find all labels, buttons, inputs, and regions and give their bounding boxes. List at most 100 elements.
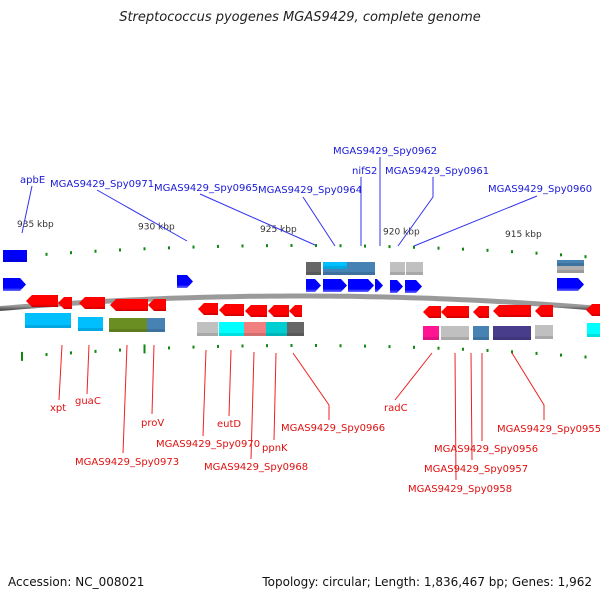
forward-gene-arrow [323,279,347,292]
scale-tick-label: 930 kbp [138,223,175,233]
reverse-gene-label-line [394,352,433,401]
feature-box [78,317,103,331]
reverse-gene-label: eutD [217,419,241,430]
feature-box-shade [78,328,103,331]
tick-mark [511,350,513,354]
tick-mark [315,244,317,248]
reverse-gene-arrow [58,297,72,309]
reverse-gene-label: MGAS9429_Spy0958 [408,484,512,495]
map-title: Streptococcus pyogenes MGAS9429, complet… [119,10,481,25]
tick-mark [70,351,72,355]
feature-box [306,262,321,275]
forward-gene-label-line [413,195,538,247]
tick-mark [266,244,268,248]
forward-gene-label-line [21,185,33,234]
reverse-gene-arrow [473,306,489,318]
forward-gene-label: MGAS9429_Spy0965 [154,183,258,194]
forward-gene-label-line [199,193,316,246]
reverse-gene-label: MGAS9429_Spy0970 [156,439,260,450]
reverse-gene-label-line [470,352,473,461]
forward-gene-arrow [405,280,422,293]
reverse-gene-label-line [250,351,255,460]
tick-mark [584,355,587,359]
feature-box-shade [557,270,584,273]
scale-tick-label: 925 kbp [260,225,297,235]
feature-box [493,326,531,340]
feature-box [197,322,218,336]
feature-box [287,322,304,336]
reverse-gene-label-line [86,344,90,395]
tick-mark [168,346,170,350]
forward-gene-arrow [177,275,193,288]
feature-box-shade [423,337,439,340]
tick-mark [462,247,464,251]
tick-mark [290,344,293,348]
tick-mark [413,345,415,349]
feature-box-shade [197,333,218,336]
tick-mark [560,353,562,357]
reverse-gene-label-line [454,352,457,481]
reverse-gene-label: proV [141,418,164,429]
tick-mark [143,247,146,251]
feature-box [323,269,347,275]
topology-text: Topology: circular; Length: 1,836,467 bp… [262,575,592,589]
tick-mark [413,245,415,249]
tick-mark [119,248,121,252]
forward-gene-label-line [397,177,434,247]
feature-box-shade [287,333,304,336]
tick-mark [70,251,72,255]
tick-mark [290,244,293,248]
reverse-gene-arrow [535,305,553,317]
scale-tick-label: 920 kbp [383,228,420,238]
feature-box-shade [244,333,266,336]
reverse-gene-label: MGAS9429_Spy0966 [281,423,385,434]
reverse-gene-label-line [511,352,545,420]
feature-box-shade [306,272,321,275]
feature-box [423,326,439,340]
tick-mark [192,345,195,349]
reverse-gene-arrow [586,304,600,316]
tick-mark [535,251,538,255]
reverse-gene-arrow [245,305,267,317]
tick-mark [462,347,464,351]
feature-box-shade [109,329,147,332]
feature-box [109,318,147,332]
tick-mark [437,346,440,350]
forward-gene-label: apbE [20,175,45,186]
feature-box [219,322,244,336]
forward-gene-label-line [302,196,336,247]
reverse-gene-arrow [268,305,289,317]
tick-mark [266,344,268,348]
tick-mark [241,344,244,348]
forward-gene-arrow [306,279,321,292]
tick-mark [21,351,23,361]
feature-box-shade [323,266,347,269]
feature-box-shade [25,325,71,328]
reverse-gene-label: ppnK [262,443,288,454]
feature-box [557,266,584,273]
forward-gene-arrow [375,279,383,292]
forward-gene-arrow [557,278,584,291]
scale-tick-label: 915 kbp [505,230,542,240]
reverse-gene-label: MGAS9429_Spy0973 [75,457,179,468]
tick-mark [437,246,440,250]
reverse-gene-label-line [202,349,207,437]
reverse-gene-label-line [151,344,155,415]
reverse-gene-arrow [148,299,166,311]
tick-mark [535,351,538,355]
feature-box [347,262,375,275]
accession-text: Accession: NC_008021 [8,575,145,589]
feature-box-shade [390,272,405,275]
tick-mark [241,244,244,248]
forward-gene-arrow [390,280,403,293]
feature-box [323,262,347,269]
feature-box [587,323,600,337]
tick-mark [192,245,195,249]
tick-mark [486,348,489,352]
reverse-gene-arrow [79,297,105,309]
forward-gene-arrow [348,279,374,292]
forward-gene-label: MGAS9429_Spy0960 [488,184,592,195]
reverse-gene-label-line [122,344,128,454]
tick-mark [364,344,366,348]
reverse-gene-arrow [198,303,218,315]
